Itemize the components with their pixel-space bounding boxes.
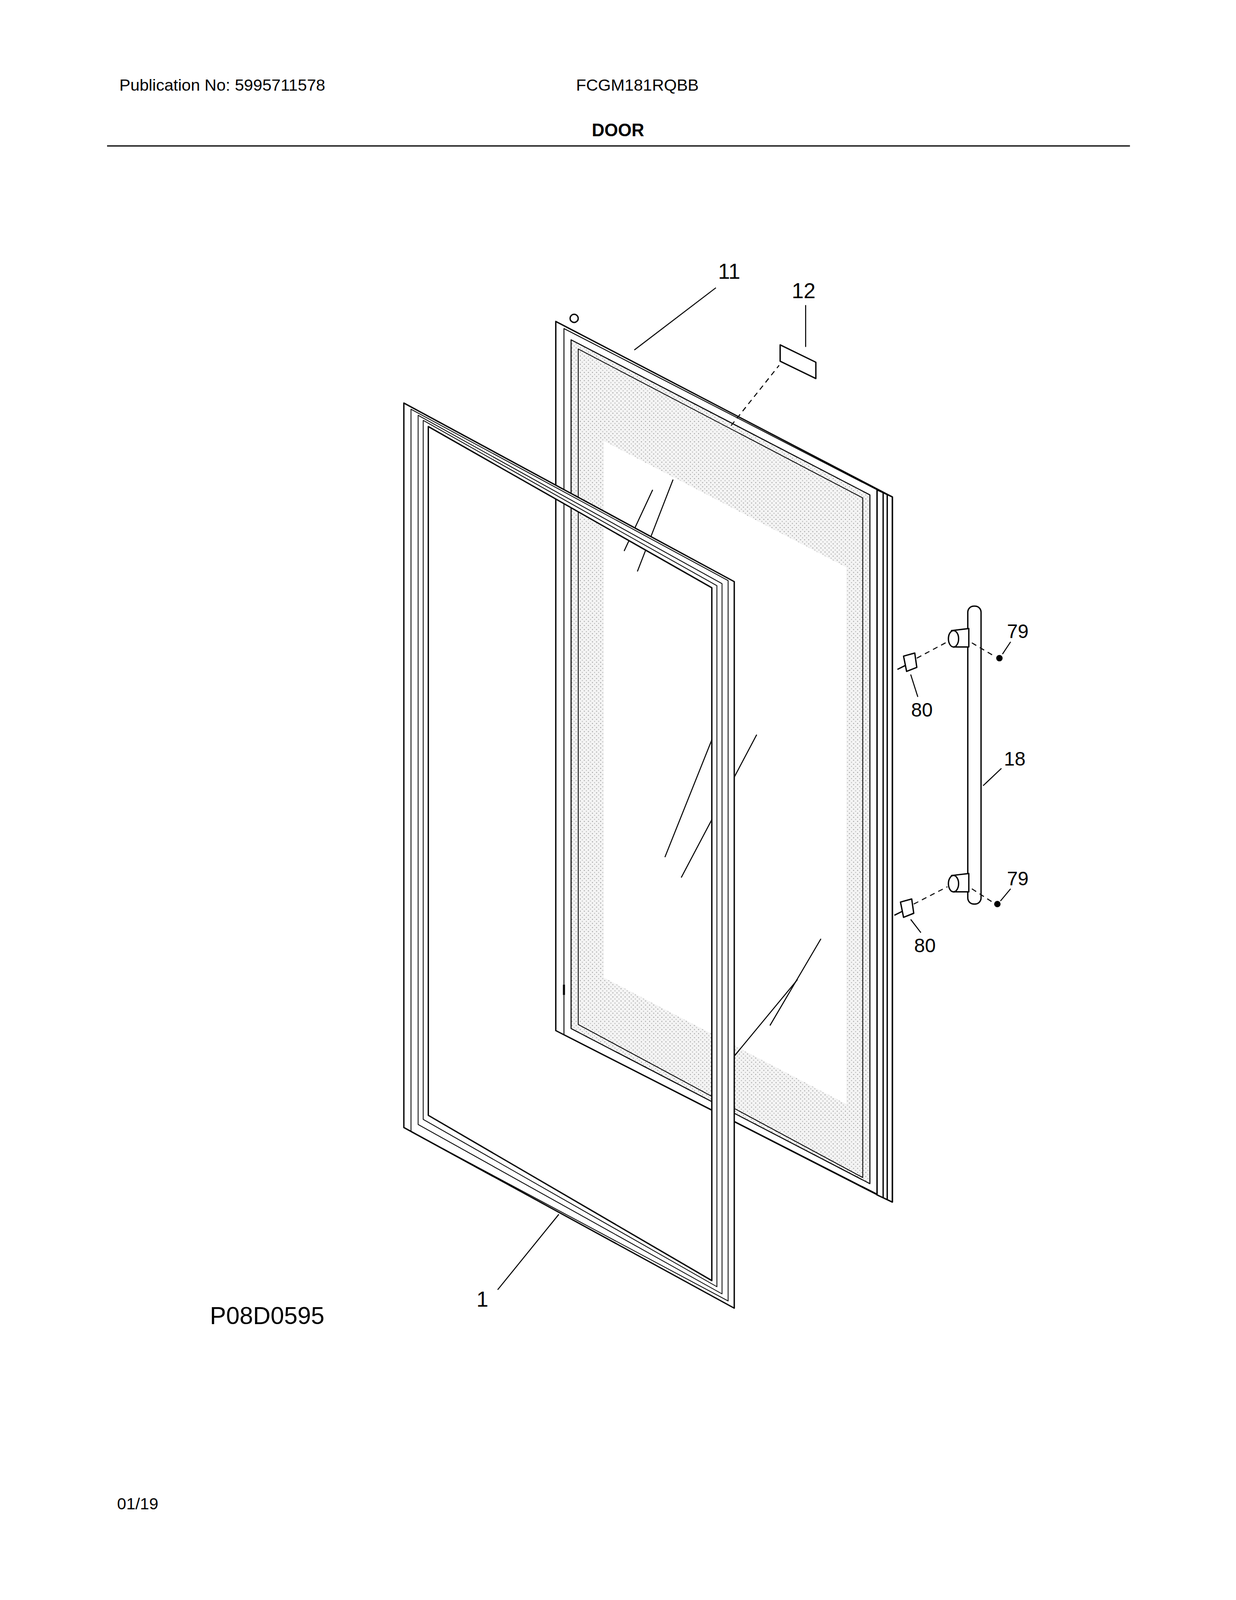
- leader-line: [497, 287, 1011, 1290]
- callout-number: 12: [791, 280, 816, 302]
- publication-number: Publication No: 5995711578: [119, 76, 326, 94]
- header-rule: [107, 145, 1130, 147]
- dashed-guide: [913, 641, 995, 904]
- callout-number: 80: [911, 699, 934, 720]
- page-title: DOOR: [591, 121, 645, 140]
- date-code: 01/19: [116, 1494, 159, 1512]
- callout-number: 80: [914, 935, 936, 955]
- callout-number: 11: [717, 260, 741, 283]
- label-sticker: [780, 344, 817, 379]
- callout-number: 18: [1003, 748, 1026, 769]
- dashed-guide: [731, 364, 780, 426]
- callout-number: 79: [1007, 868, 1030, 888]
- door-handle: [948, 605, 982, 904]
- callout-number: 1: [476, 1288, 489, 1310]
- model-number: FCGM181RQBB: [575, 76, 699, 94]
- figure-code: P08D0595: [209, 1303, 325, 1328]
- door-gasket: [403, 402, 735, 1308]
- set-screw: [994, 655, 1002, 907]
- callout-number: 79: [1007, 621, 1030, 641]
- mounting-screw: [894, 652, 917, 918]
